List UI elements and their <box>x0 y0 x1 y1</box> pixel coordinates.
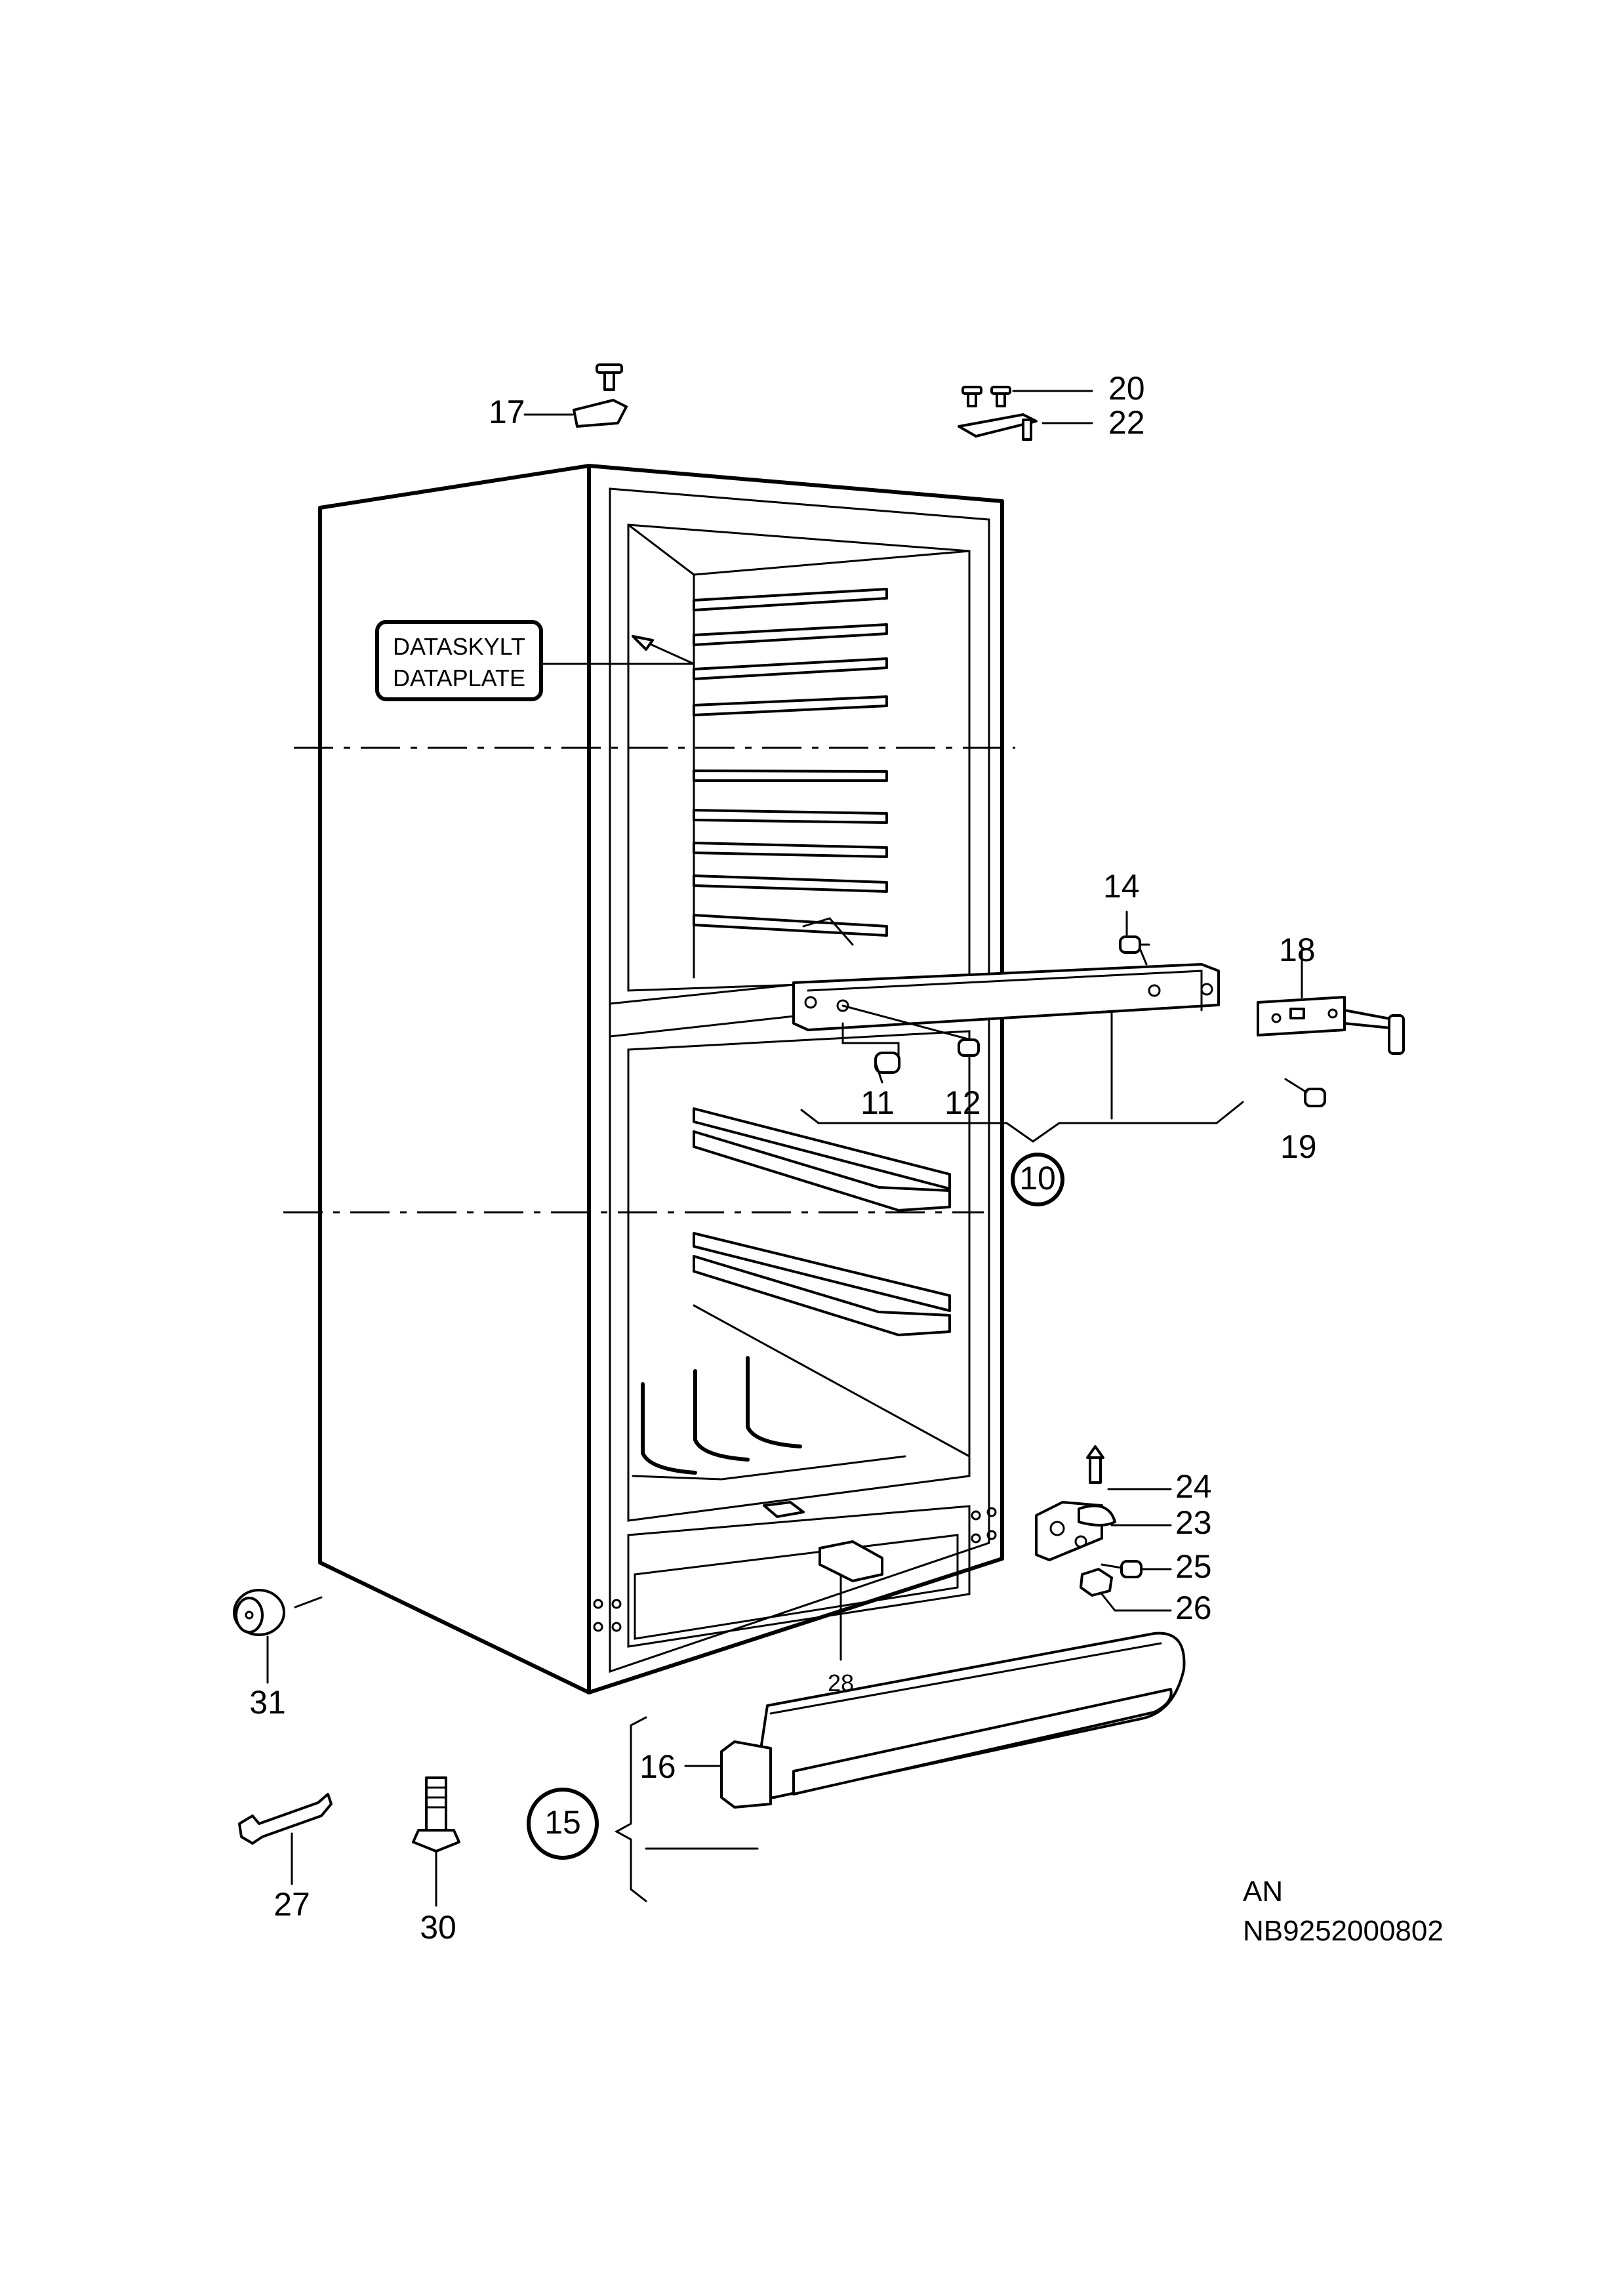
part-27-spanner <box>238 1793 333 1885</box>
lower-shelf-rails <box>693 1107 951 1336</box>
part-17-top-hinge-cover <box>523 363 628 428</box>
part-19-screw <box>1284 1078 1326 1107</box>
part-31-adjustable-foot <box>233 1589 323 1684</box>
callout-19: 19 <box>1280 1128 1317 1165</box>
part-15-door-handle <box>614 1631 1186 1902</box>
part-10-middle-hinge-bracket <box>792 917 1244 1143</box>
part-25-screw <box>1101 1560 1172 1578</box>
drawing-reference: AN NB9252000802 <box>1243 1876 1444 1947</box>
callout-16: 16 <box>639 1748 676 1785</box>
cabinet-body <box>318 464 1004 1694</box>
callout-14: 14 <box>1103 868 1140 905</box>
part-14-screw <box>1119 911 1150 966</box>
data-plate-line2: DATAPLATE <box>393 665 525 691</box>
hinge-holes <box>593 1507 997 1632</box>
part-12-screw <box>958 1038 980 1057</box>
callout-12: 12 <box>944 1084 981 1121</box>
callout-26: 26 <box>1175 1589 1212 1626</box>
part-23-bottom-hinge <box>1035 1501 1172 1561</box>
callout-22: 22 <box>1108 404 1145 441</box>
callout-15: 15 <box>544 1804 581 1841</box>
callout-27: 27 <box>273 1886 310 1923</box>
part-16-handle-end-cap <box>684 1740 772 1809</box>
callout-18: 18 <box>1279 932 1316 968</box>
callout-28: 28 <box>828 1670 854 1696</box>
callout-10: 10 <box>1019 1160 1056 1197</box>
part-30-foot-screw <box>412 1776 460 1907</box>
callout-25: 25 <box>1175 1548 1212 1585</box>
crisper-ribs <box>632 1356 906 1481</box>
callout-30: 30 <box>420 1909 456 1946</box>
part-26-nut <box>1080 1568 1172 1612</box>
part-20-22-top-hinge <box>958 386 1093 441</box>
callout-24: 24 <box>1175 1468 1212 1505</box>
upper-shelf-rails <box>693 588 888 937</box>
part-11-screw <box>874 1052 900 1084</box>
callout-20: 20 <box>1108 370 1145 407</box>
drawing-number: NB9252000802 <box>1243 1915 1444 1947</box>
data-plate-callout: DATASKYLT DATAPLATE <box>375 620 695 701</box>
callout-labels: 17 20 22 14 18 11 12 19 10 24 23 25 26 2… <box>249 370 1316 1946</box>
callout-11: 11 <box>860 1084 895 1121</box>
callout-17: 17 <box>489 394 525 430</box>
part-24-hinge-pin <box>1086 1445 1172 1490</box>
callout-circle-10 <box>1011 1153 1064 1206</box>
callout-31: 31 <box>249 1684 286 1721</box>
callout-circle-15 <box>527 1788 599 1860</box>
language-code: AN <box>1243 1876 1283 1908</box>
part-18-hinge-pin-bracket <box>1257 949 1405 1055</box>
part-28-drawer-guide <box>819 1540 883 1661</box>
data-plate-line1: DATASKYLT <box>393 633 525 660</box>
drain-channel <box>763 1501 805 1518</box>
callout-23: 23 <box>1175 1504 1212 1541</box>
